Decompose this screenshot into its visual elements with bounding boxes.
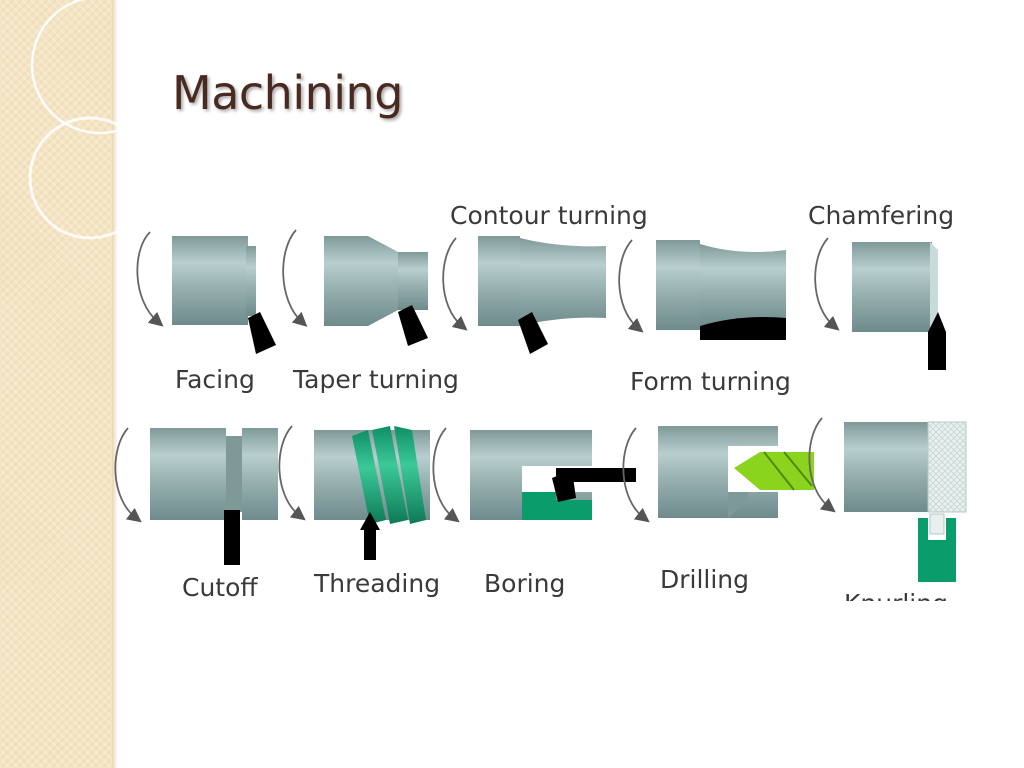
drilling-illustration: Drilling <box>622 426 814 594</box>
rotation-arrow <box>618 239 644 333</box>
workpiece <box>852 242 932 332</box>
chamfer-tool <box>928 312 946 370</box>
chamfering-illustration: Chamfering <box>808 201 954 370</box>
bored-section <box>522 492 556 520</box>
drilling-label: Drilling <box>660 565 749 594</box>
bored-section-2 <box>556 500 592 520</box>
deco-circle-small <box>28 116 152 240</box>
facing-label: Facing <box>175 365 255 394</box>
workpiece <box>150 428 226 520</box>
workpiece <box>844 422 928 512</box>
thread-3 <box>394 426 426 524</box>
form-turning-label: Form turning <box>630 367 791 396</box>
rotation-arrow <box>432 427 460 523</box>
chamfering-label: Chamfering <box>808 201 954 230</box>
contour-turning-illustration: Contour turning <box>442 201 648 354</box>
cutoff-illustration: Cutoff <box>114 427 278 601</box>
workpiece-groove <box>226 436 242 512</box>
workpiece <box>478 236 520 326</box>
cutoff-tool <box>224 510 240 565</box>
decorative-circles <box>28 0 170 240</box>
boring-bar <box>556 468 636 482</box>
workpiece <box>172 236 248 325</box>
hole-bottom <box>728 492 748 518</box>
cutting-tool <box>518 312 548 354</box>
workpiece-end <box>398 252 428 310</box>
cutoff-label: Cutoff <box>182 573 258 601</box>
knurl-wheel <box>929 513 945 535</box>
threading-label: Threading <box>313 569 440 598</box>
rotation-arrow <box>282 229 308 327</box>
facing-illustration: Facing <box>136 231 276 394</box>
form-tool <box>700 317 786 340</box>
rotation-arrow <box>442 237 468 331</box>
knurled-section <box>927 421 967 513</box>
drill-flutes <box>763 451 813 491</box>
contour-turning-label: Contour turning <box>450 201 648 230</box>
workpiece <box>656 240 700 330</box>
workpiece-taper <box>368 236 398 326</box>
workpiece <box>324 236 368 326</box>
workpiece-contour <box>520 238 606 326</box>
rotation-arrow <box>114 427 142 523</box>
rotation-arrow <box>622 427 650 523</box>
rotation-arrow <box>136 231 164 327</box>
cutting-tool <box>248 312 276 354</box>
taper-turning-illustration: Taper turning <box>282 229 459 394</box>
drill-bit <box>734 452 814 490</box>
machining-operations-diagram: Facing Taper turning Contour turning For… <box>114 201 967 601</box>
rotation-arrow <box>278 425 306 521</box>
form-turning-illustration: Form turning <box>618 239 791 396</box>
threading-tool <box>360 512 380 560</box>
knurling-illustration: Knurling <box>808 417 967 601</box>
deco-circle-large <box>30 0 170 135</box>
workpiece-faced-end <box>246 246 256 316</box>
side-panel-edge <box>112 0 118 768</box>
workpiece-end <box>242 428 278 520</box>
cutting-tool <box>398 305 428 346</box>
workpiece-form <box>700 244 786 326</box>
knurling-label: Knurling <box>844 589 948 601</box>
diagram-viewport: Facing Taper turning Contour turning For… <box>114 201 967 601</box>
thread-2 <box>372 426 408 524</box>
slide-title: Machining <box>172 66 403 120</box>
chamfer-edge <box>930 242 938 332</box>
knurling-tool <box>918 518 956 582</box>
boring-illustration: Boring <box>432 427 636 598</box>
boring-tool-tip <box>552 470 576 502</box>
thread-1 <box>352 430 386 524</box>
rotation-arrow <box>808 417 836 513</box>
boring-label: Boring <box>484 569 565 598</box>
threading-illustration: Threading <box>278 425 440 598</box>
taper-turning-label: Taper turning <box>292 365 459 394</box>
rotation-arrow <box>814 237 840 331</box>
